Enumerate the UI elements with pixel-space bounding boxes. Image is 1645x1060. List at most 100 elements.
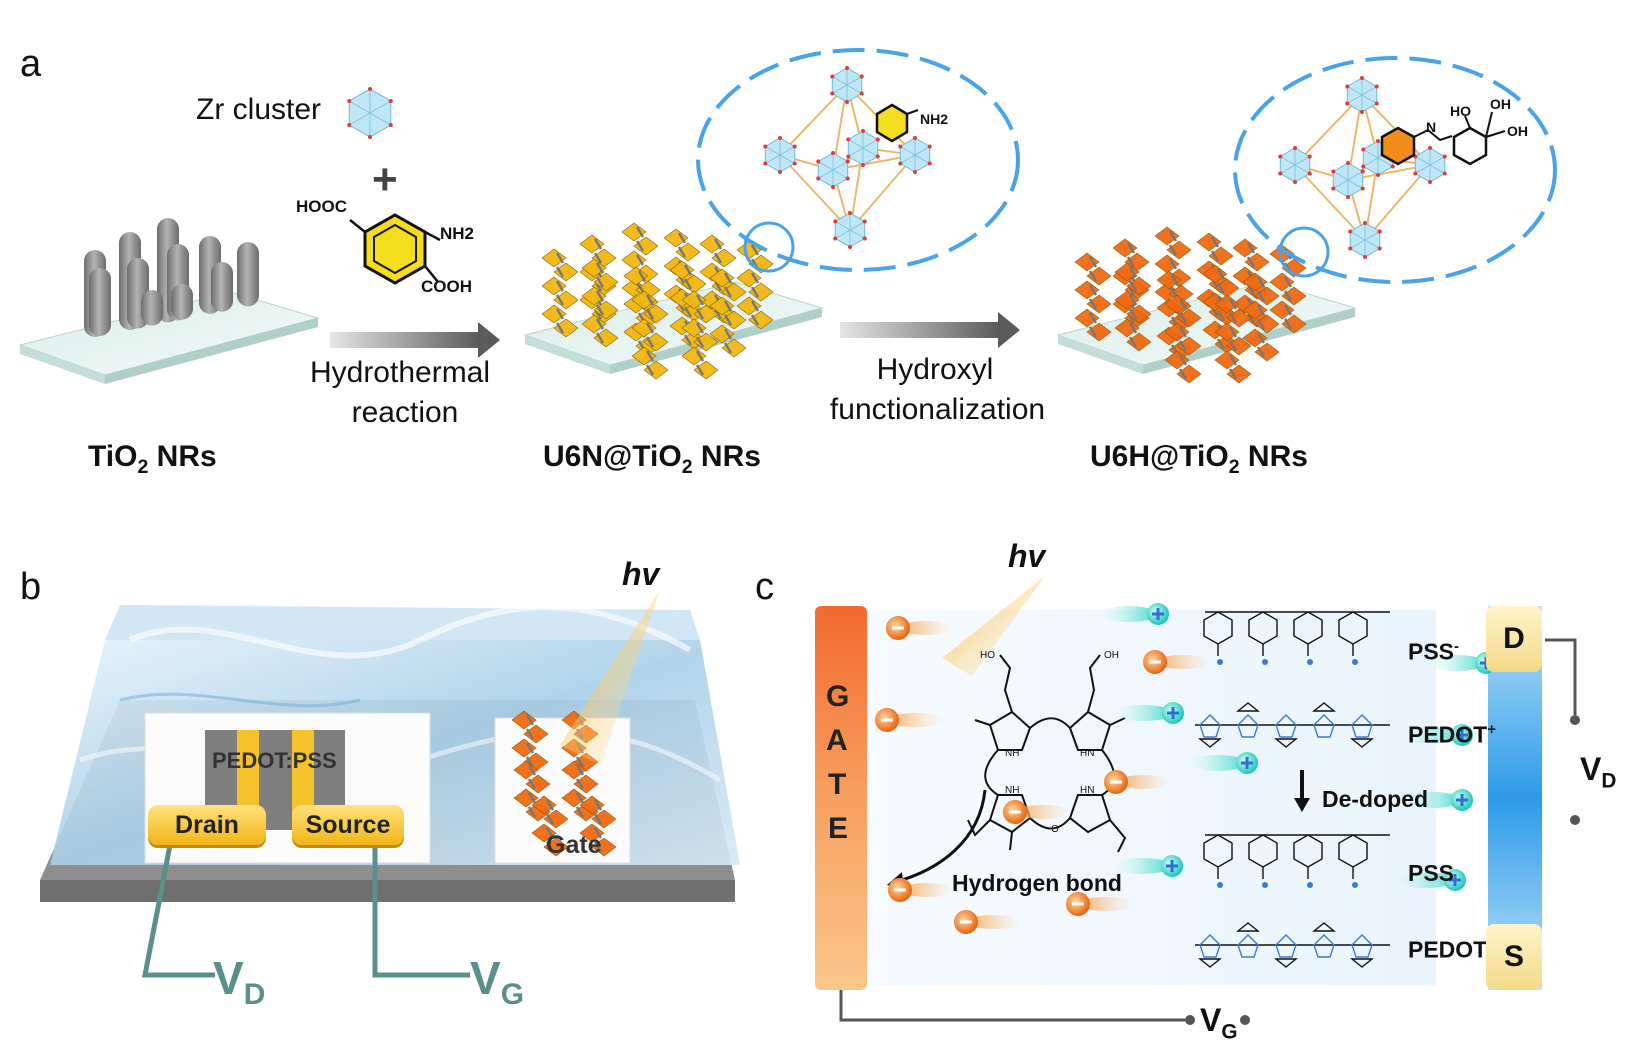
anion-minus-sign: [1009, 810, 1021, 814]
pss-minus-structure-charge: [1262, 659, 1268, 665]
framework-node-atom: [1345, 84, 1350, 89]
mof-crystal: [541, 276, 567, 296]
mof-crystal: [593, 272, 619, 292]
vd-label-c: VD: [1580, 751, 1617, 793]
panel-label-a: a: [20, 43, 42, 85]
framework-node-edge: [765, 146, 781, 156]
framework-node-atom: [763, 161, 768, 166]
rod-core: [645, 322, 655, 334]
rod-core: [1283, 276, 1293, 288]
pedot-plus-structure-dioxane: [1274, 738, 1298, 748]
mof-crystal: [1126, 332, 1152, 352]
mof-crystal: [699, 234, 725, 254]
rod-core: [713, 238, 723, 250]
rod-core: [1128, 308, 1138, 320]
framework-node-edge: [818, 161, 834, 171]
zr-cluster-label: Zr cluster: [196, 93, 322, 126]
framework-node-atom: [1307, 171, 1312, 176]
step1-line1: Hydrothermal: [309, 356, 491, 389]
light-beam-b: [560, 590, 660, 765]
framework-node-edge: [1361, 86, 1377, 96]
rod-core: [1256, 318, 1266, 330]
framework-node-edge: [848, 147, 864, 157]
framework-node-edge: [1350, 239, 1366, 249]
framework-node-atom: [1293, 146, 1297, 150]
mof-crystal: [579, 234, 605, 254]
framework-node-atom: [861, 129, 865, 133]
mof-crystal: [543, 809, 569, 829]
pedot-plus-structure-thiophene: [1351, 714, 1373, 738]
cation-plus-v: [1460, 794, 1464, 806]
mof-crystal: [511, 710, 537, 730]
product-tio2-label: TiO2 NRs: [88, 440, 217, 478]
rod-core: [593, 813, 603, 825]
rod-core: [713, 252, 723, 264]
rod-core: [683, 306, 693, 318]
rod-core: [1178, 368, 1188, 380]
wire-vg: [372, 845, 470, 978]
rod-core: [593, 799, 603, 811]
tio2-rod: [89, 268, 111, 336]
mof-crystal: [553, 318, 579, 338]
framework-node-atom: [1374, 84, 1379, 89]
mof-crystal: [681, 274, 707, 294]
mof-crystal: [573, 774, 599, 794]
mof-crystal: [591, 809, 617, 829]
pedot0-structure-thiophene: [1313, 934, 1335, 958]
rod-core: [1128, 280, 1138, 292]
cation-tail: [1402, 792, 1462, 808]
framework-node-atom: [913, 136, 917, 140]
mof-crystal: [721, 338, 747, 358]
framework-node-edge: [832, 76, 848, 86]
rod-core: [695, 364, 705, 376]
inset2-ring-catechol: [1452, 111, 1506, 166]
rod-core: [645, 336, 655, 348]
mof-crystal: [523, 724, 549, 744]
rod-core: [545, 841, 555, 853]
rod-core: [1170, 274, 1180, 286]
framework-node-atom: [862, 236, 867, 241]
mof-crystal: [681, 318, 707, 338]
pss-minus-label: PSS-: [1408, 638, 1460, 665]
rod-core: [545, 799, 555, 811]
cation-tail: [1187, 755, 1247, 771]
rod-core: [723, 328, 733, 340]
rod-core: [645, 294, 655, 306]
rod-core: [750, 314, 760, 326]
mof-crystal: [1176, 336, 1202, 356]
rod-core: [1178, 312, 1188, 324]
rod-core: [1088, 270, 1098, 282]
cation-plus-v: [1453, 874, 1457, 886]
cation-tail: [1113, 705, 1173, 721]
framework-node-edge: [1415, 164, 1431, 174]
mof-crystal: [1112, 238, 1138, 258]
anion-tail: [898, 621, 954, 635]
mof-crystal: [1114, 290, 1140, 310]
cation-plus-v: [1156, 608, 1160, 620]
framework-node-atom: [845, 176, 850, 181]
mof-crystal: [513, 788, 539, 808]
rod-core: [575, 756, 585, 768]
rod-core: [750, 244, 760, 256]
rod-core: [677, 246, 687, 258]
mof-crystal: [513, 760, 539, 780]
u6h-framework-inset: [1278, 76, 1447, 259]
framework-node-atom: [778, 170, 782, 174]
mof-crystal: [621, 250, 647, 270]
rod-core: [723, 314, 733, 326]
mof-crystal: [525, 774, 551, 794]
mof-crystal: [553, 290, 579, 310]
porphyrin-hn1: HN: [1080, 748, 1095, 759]
mof-crystal: [579, 795, 605, 815]
anion-minus-sign: [1072, 902, 1084, 906]
framework-node-atom: [927, 161, 932, 166]
porphyrin-ho: HO: [980, 650, 995, 661]
framework-node-atom: [1360, 76, 1364, 80]
mof-crystal: [1242, 300, 1268, 320]
rod-core: [1246, 256, 1256, 268]
mof-crystal: [709, 296, 735, 316]
mof-crystal: [581, 258, 607, 278]
mof-crystal: [1086, 322, 1112, 342]
framework-node-edge: [1347, 86, 1363, 96]
zr-cluster-edge: [349, 112, 371, 126]
